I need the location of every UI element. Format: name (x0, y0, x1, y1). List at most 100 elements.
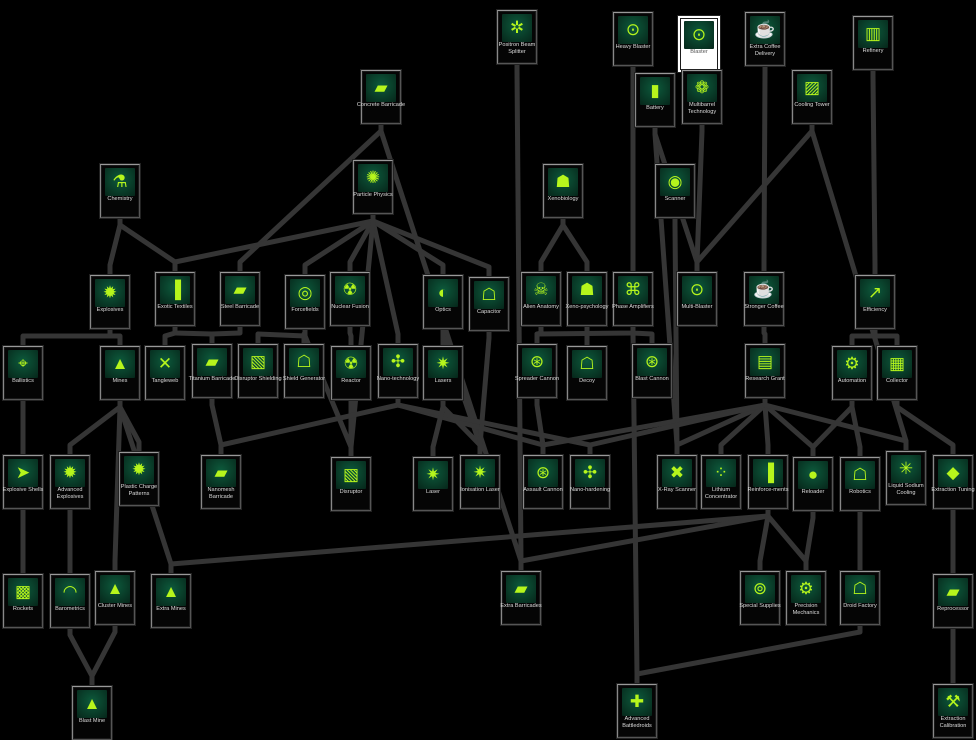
tech-node-explosive-shells[interactable]: ➤Explosive Shells (3, 455, 43, 509)
tech-node-special[interactable]: ⊚Special Supplies (739, 571, 781, 625)
tech-node-disruptor[interactable]: ▧Disruptor (331, 457, 371, 511)
tech-node-decoy[interactable]: ☖Decoy (567, 346, 607, 400)
tech-node-label: Particle Physics (353, 192, 393, 198)
tech-node-label: Reprocessor (937, 606, 969, 612)
chart-icon: ↗ (860, 279, 890, 307)
tech-node-label: Chemistry (107, 196, 133, 202)
tech-node-disruptor-sh[interactable]: ▧Disruptor Shielding (234, 344, 282, 398)
tech-node-blast-cannon[interactable]: ⊛Blast Cannon (632, 344, 672, 398)
tech-node-stronger[interactable]: ☕Stronger Coffee (744, 272, 784, 326)
tech-node-extraction-tuning[interactable]: ◆Extraction Tuning (931, 455, 975, 509)
tech-node-exotic[interactable]: ▐Exotic Textiles (155, 272, 195, 326)
tech-node-refinery[interactable]: ▥Refinery (853, 16, 893, 70)
tech-node-extra-barricades[interactable]: ▰Extra Barricades (500, 571, 542, 625)
tech-node-research[interactable]: ▤Research Grant (745, 344, 785, 398)
tech-node-label: Heavy Blaster (615, 44, 651, 50)
tech-node-collector[interactable]: ▦Collector (877, 346, 917, 400)
tech-node-cooling[interactable]: ▨Cooling Tower (792, 70, 832, 124)
tech-node-laser[interactable]: ✷Laser (413, 457, 453, 511)
tech-node-reloader[interactable]: ●Reloader (793, 457, 833, 511)
tech-node-reinf[interactable]: ▐Reinforce-ments (747, 455, 789, 509)
tech-node-xenobiology[interactable]: ☗Xenobiology (543, 164, 583, 218)
tech-node-lasers[interactable]: ✷Lasers (423, 346, 463, 400)
gear-icon: ⚙ (791, 575, 821, 603)
tech-node-scanner[interactable]: ◉Scanner (655, 164, 695, 218)
tech-node-alien[interactable]: ☠Alien Anatomy (521, 272, 561, 326)
edge-steel-to-titanium (209, 325, 243, 344)
barricade-icon: ▰ (506, 575, 536, 603)
tech-node-nanohard[interactable]: ✣Nano-hardening (570, 455, 610, 509)
edge-barometrics-to-blast_mine (67, 627, 95, 686)
tech-node-label: Refinery (862, 48, 884, 54)
edge-xenobiology-to-alien (538, 217, 566, 272)
tech-node-label: Extra Coffee Delivery (749, 44, 781, 57)
tech-node-label: Optics (435, 307, 451, 313)
tech-node-chemistry[interactable]: ⚗Chemistry (100, 164, 140, 218)
tech-node-extraction-cal[interactable]: ⚒Extraction Calibration (933, 684, 973, 738)
tech-node-robotics[interactable]: ☖Robotics (840, 457, 880, 511)
tech-node-efficiency[interactable]: ↗Efficiency (855, 275, 895, 329)
edge-stronger-to-research (761, 325, 768, 344)
tech-node-spreader[interactable]: ⊛Spreader Cannon (515, 344, 559, 398)
tech-node-label: Concrete Barricade (356, 102, 406, 108)
tech-node-label: Extraction Tuning (931, 487, 975, 493)
tech-node-optics[interactable]: ◐Optics (423, 275, 463, 329)
tech-node-precision[interactable]: ⚙Precision Mechanics (786, 571, 826, 625)
tech-node-adv-expl[interactable]: ✹Advanced Explosives (50, 455, 90, 509)
tech-node-multiblaster[interactable]: ⊙Multi-Blaster (677, 272, 717, 326)
tech-node-reactor[interactable]: ☢Reactor (331, 346, 371, 400)
robot-icon: ☖ (289, 348, 319, 376)
tech-node-label: Exotic Textiles (157, 304, 193, 310)
tech-node-nanomesh[interactable]: ▰Nanomesh Barricade (201, 455, 241, 509)
tech-node-particle[interactable]: ✺Particle Physics (353, 160, 393, 214)
tech-node-blaster[interactable]: ⊙Blaster (678, 16, 720, 72)
tech-node-label: Scanner (664, 196, 686, 202)
tech-node-blast-mine[interactable]: ▲Blast Mine (72, 686, 112, 740)
tech-node-explosives[interactable]: ✹Explosives (90, 275, 130, 329)
tech-node-extra-mines[interactable]: ▲Extra Mines (151, 574, 191, 628)
tech-node-forcefields[interactable]: ◎Forcefields (285, 275, 325, 329)
tech-node-capacitor[interactable]: ☖Capacitor (469, 277, 509, 331)
tech-node-label: X-Ray Scanner (658, 487, 696, 493)
edge-chemistry-to-exotic (117, 217, 178, 272)
tech-node-plastic[interactable]: ✹Plastic Charge Patterns (119, 452, 159, 506)
tech-node-label: Liquid Sodium Cooling (888, 483, 924, 496)
tech-node-cluster[interactable]: ▲Cluster Mines (95, 571, 135, 625)
tech-node-mines[interactable]: ▲Mines (100, 346, 140, 400)
tech-node-nanotech[interactable]: ✣Nano-technology (377, 344, 419, 398)
tech-node-phase[interactable]: ⌘Phase Amplifiers (612, 272, 654, 326)
tech-node-concrete[interactable]: ▰Concrete Barricade (357, 70, 405, 124)
tech-node-xenopsych[interactable]: ☗Xeno-psychology (566, 272, 608, 326)
tech-node-heavy-blaster[interactable]: ⊙Heavy Blaster (613, 12, 653, 66)
tech-node-shield-gen[interactable]: ☖Shield Generator (283, 344, 325, 398)
tech-node-extra-coffee[interactable]: ☕Extra Coffee Delivery (745, 12, 785, 66)
tech-node-adv-battledroids[interactable]: ✚Advanced Battledroids (617, 684, 657, 738)
tech-node-tangleweb[interactable]: ✕Tangleweb (145, 346, 185, 400)
tech-node-assault[interactable]: ⊛Assault Cannon (523, 455, 563, 509)
tech-node-steel[interactable]: ▰Steel Barricade (220, 272, 260, 326)
reloader-icon: ● (798, 461, 828, 489)
tech-node-rockets[interactable]: ▩Rockets (3, 574, 43, 628)
tech-node-nuclear[interactable]: ☢Nuclear Fusion (330, 272, 370, 326)
tech-node-battery[interactable]: ▮Battery (635, 73, 675, 127)
tech-node-label: Explosive Shells (2, 487, 44, 493)
tech-node-xray[interactable]: ✖X-Ray Scanner (657, 455, 697, 509)
tech-node-label: Xeno-psychology (565, 304, 609, 310)
tech-node-positron[interactable]: ✲Positron Beam Splitter (497, 10, 537, 64)
tech-node-reprocessor[interactable]: ▰Reprocessor (933, 574, 973, 628)
tech-node-ionisation[interactable]: ✷Ionisation Laser (460, 455, 500, 509)
tech-node-label: Titanium Barricade (188, 376, 236, 382)
tech-node-barometrics[interactable]: ◠Barometrics (50, 574, 90, 628)
tech-node-liquid[interactable]: ✳Liquid Sodium Cooling (886, 451, 926, 505)
robot-plus-icon: ✚ (622, 688, 652, 716)
tech-node-automation[interactable]: ⚙Automation (832, 346, 872, 400)
tech-node-label: Tangleweb (151, 378, 179, 384)
flask-icon: ⚗ (105, 168, 135, 196)
tech-node-lithium[interactable]: ⁘Lithium Concentrator (701, 455, 741, 509)
tech-node-titanium[interactable]: ▰Titanium Barricade (189, 344, 235, 398)
tech-node-multibarrel[interactable]: ❁Multibarrel Technology (682, 70, 722, 124)
tech-node-droid[interactable]: ☖Droid Factory (840, 571, 880, 625)
collector-icon: ▦ (882, 350, 912, 378)
tech-node-label: Plastic Charge Patterns (120, 484, 158, 497)
tech-node-ballistics[interactable]: ⌖Ballistics (3, 346, 43, 400)
